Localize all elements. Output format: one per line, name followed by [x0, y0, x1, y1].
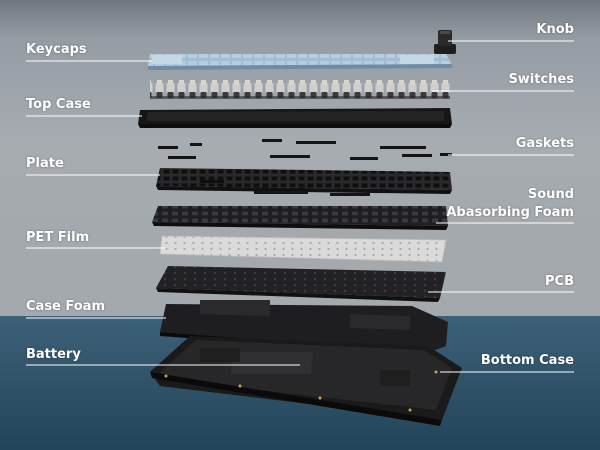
- label-battery: Battery: [26, 347, 81, 362]
- label-keycaps: Keycaps: [26, 42, 87, 57]
- label-bottom-case: Bottom Case: [480, 353, 574, 368]
- top-case-part: [138, 108, 452, 128]
- label-gaskets: Gaskets: [515, 136, 574, 151]
- plate-part: [156, 168, 452, 196]
- knob-part: [434, 30, 456, 54]
- label-pet-film: PET Film: [26, 230, 90, 245]
- label-sound-foam-line2: Abasorbing Foam: [446, 205, 574, 220]
- label-switches: Switches: [508, 72, 574, 87]
- bottom-case-part: [150, 336, 462, 426]
- pcb-part: [156, 266, 446, 302]
- label-case-foam: Case Foam: [26, 299, 105, 314]
- label-top-case: Top Case: [26, 97, 91, 112]
- label-plate: Plate: [26, 156, 64, 171]
- leader-lines-left: [26, 60, 300, 366]
- switches-part: [150, 78, 450, 100]
- label-sound-foam-line1: Sound: [527, 187, 574, 202]
- label-knob: Knob: [536, 22, 574, 37]
- label-pcb: PCB: [545, 274, 574, 289]
- leader-lines-right: [428, 40, 574, 373]
- keycaps-part: [148, 54, 452, 70]
- background-wall: [0, 0, 600, 318]
- sound-absorbing-foam-part: [152, 206, 448, 230]
- gaskets-part: [158, 139, 452, 160]
